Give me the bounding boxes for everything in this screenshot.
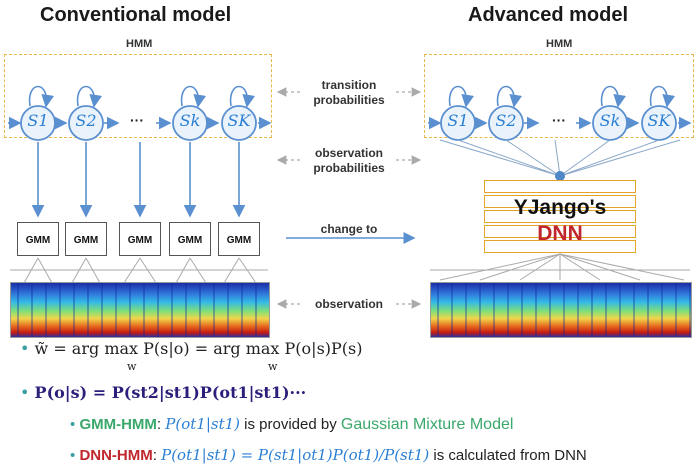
dnn-layer (484, 210, 636, 223)
dnn-hmm-eq: P(ot1|st1) = P(st1|ot1)P(ot1)/P(st1) (161, 446, 430, 464)
dnn-hmm-line: • DNN-HMM: P(ot1|st1) = P(st1|ot1)P(ot1)… (70, 446, 587, 464)
dnn-layer (484, 180, 636, 193)
dnn-hmm-text: is calculated from DNN (433, 447, 587, 464)
gmm-box: GMM (119, 222, 161, 256)
spectrogram-left (10, 282, 270, 338)
conventional-model-title: Conventional model (40, 4, 232, 26)
transition-probabilities-label: transition probabilities (313, 78, 385, 107)
ellipsis-right: ··· (552, 112, 566, 128)
state-right-2: S2 (495, 111, 517, 130)
gmm-box: GMM (218, 222, 260, 256)
advanced-model-title: Advanced model (468, 4, 629, 26)
gmm-label: GMM (73, 235, 99, 246)
gmm-hmm-eq: P(ot1|st1) (165, 415, 240, 433)
argmax-subscript-2: w (268, 360, 278, 373)
dnn-title: YJango's (513, 196, 607, 219)
gmm-label: GMM (127, 235, 153, 246)
gmm-hmm-label: GMM-HMM (79, 416, 157, 433)
gmm-hmm-text: is provided by (244, 416, 337, 433)
change-to-label: change to (320, 222, 378, 236)
hmm-box-left (4, 54, 272, 138)
gmm-label: GMM (226, 235, 252, 246)
hmm-label-right: HMM (546, 38, 573, 50)
observation-probabilities-label: observation probabilities (313, 146, 385, 175)
hmm-label-left: HMM (126, 38, 153, 50)
bullet-1-eq: w̃ = arg max P(s|o) = arg max P(o|s)P(s) (34, 339, 363, 358)
state-right-K: SK (647, 111, 671, 130)
dnn-label: DNN (537, 222, 583, 245)
state-left-K: SK (227, 111, 251, 130)
ellipsis-left: ··· (130, 112, 144, 128)
gmm-hmm-model: Gaussian Mixture Model (340, 416, 514, 433)
hmm-box-right (424, 54, 694, 138)
dnn-layer (484, 240, 636, 253)
state-left-k: Sk (179, 111, 201, 130)
state-left-2: S2 (75, 111, 97, 130)
observation-label: observation (314, 297, 383, 311)
state-right-1: S1 (447, 111, 469, 130)
bullet-2: • P(o|s) = P(st2|st1)P(ot1|st1)··· (20, 383, 307, 402)
state-left-1: S1 (27, 111, 49, 130)
gmm-box: GMM (65, 222, 107, 256)
dnn-hmm-label: DNN-HMM (79, 447, 153, 464)
argmax-subscript-1: w (127, 360, 137, 373)
dnn-layer (484, 195, 636, 208)
bullet-2-eq: P(o|s) = P(st2|st1)P(ot1|st1)··· (34, 383, 307, 402)
gmm-label: GMM (177, 235, 203, 246)
gmm-box: GMM (169, 222, 211, 256)
bullet-1: • w̃ = arg max P(s|o) = arg max P(o|s)P(… (20, 339, 363, 358)
gmm-box: GMM (17, 222, 59, 256)
state-right-k: Sk (599, 111, 621, 130)
gmm-label: GMM (25, 235, 51, 246)
dnn-layer (484, 225, 636, 238)
spectrogram-right (430, 282, 692, 338)
gmm-hmm-line: • GMM-HMM: P(ot1|st1) is provided by Gau… (70, 415, 514, 433)
